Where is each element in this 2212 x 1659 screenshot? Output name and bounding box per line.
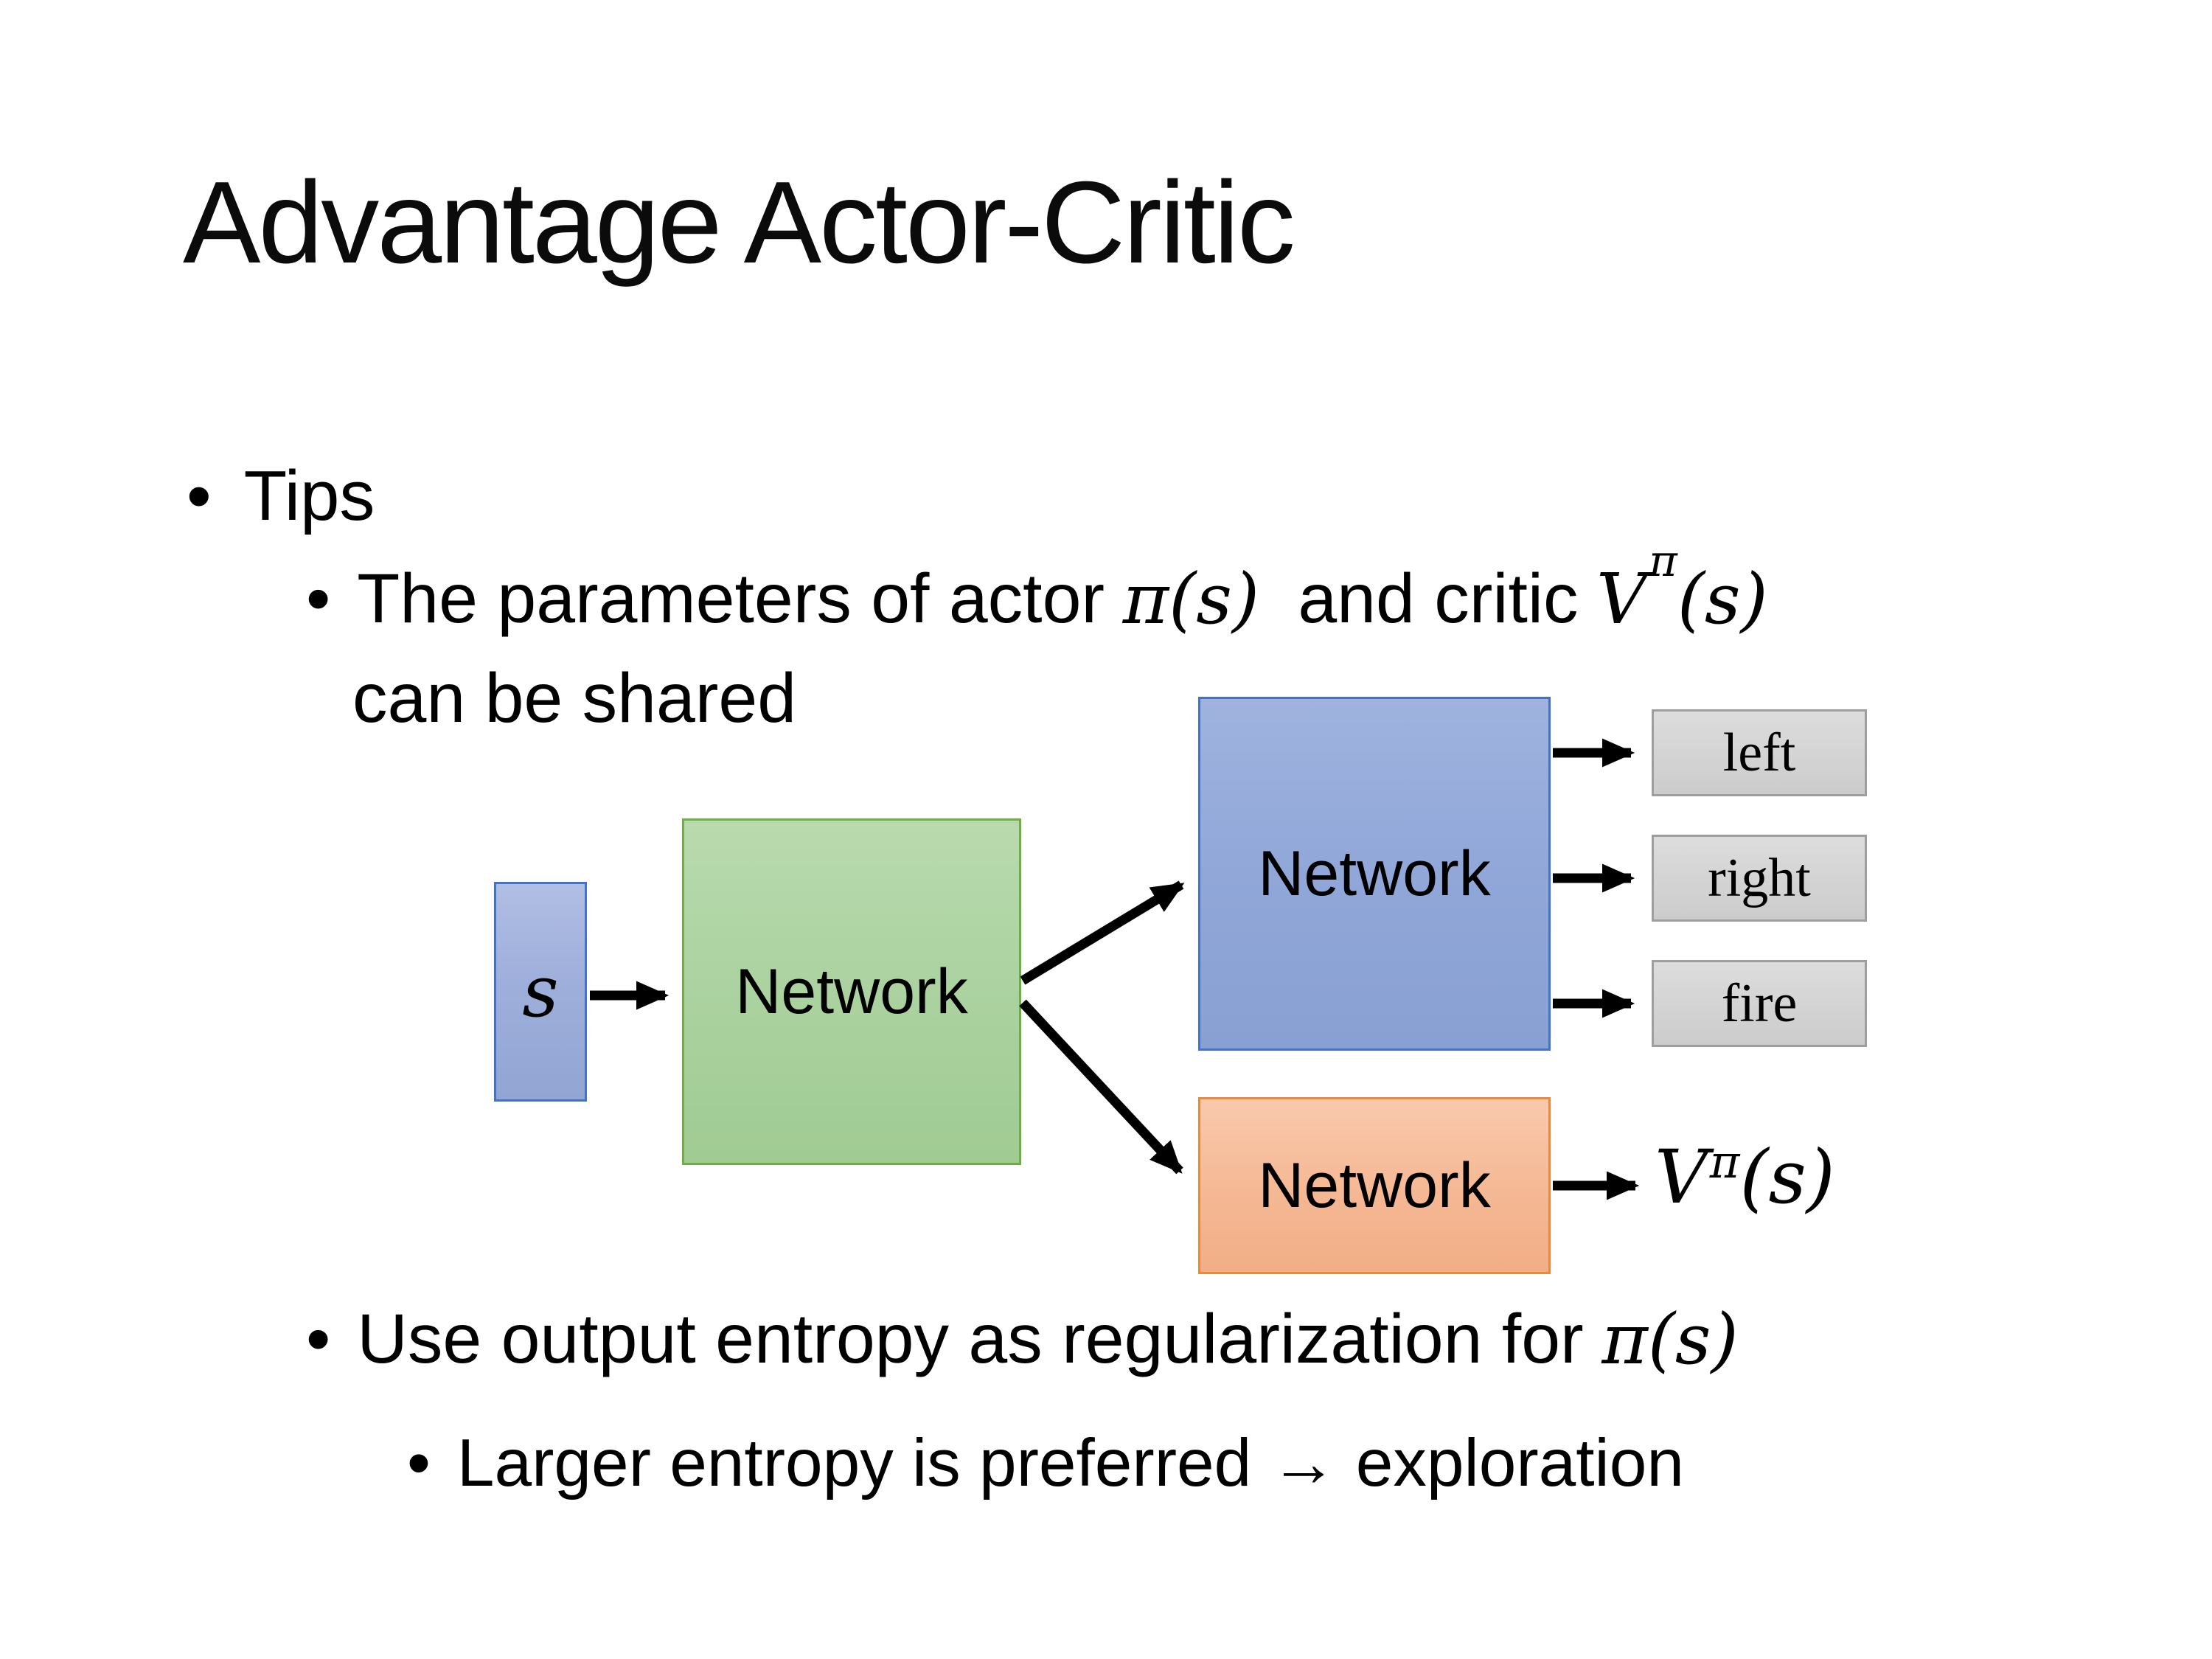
action-box-right: right <box>1652 835 1867 922</box>
arrow-shared-to-critic <box>1019 999 1183 1175</box>
critic-output-base: V <box>1655 1134 1708 1220</box>
critic-value-base: V <box>1596 559 1647 640</box>
action-box-fire: fire <box>1652 960 1867 1047</box>
bullet-tips-label: Tips <box>243 456 375 535</box>
action-right-label: right <box>1708 847 1811 908</box>
state-label: s <box>522 950 559 1033</box>
sub1-line2: can be shared <box>352 659 797 737</box>
slide-title: Advantage Actor-Critic <box>183 158 1295 288</box>
sub1-text1: The parameters of actor <box>357 560 1105 638</box>
state-box: s <box>494 882 587 1102</box>
critic-value-args: (s) <box>1677 559 1768 640</box>
sub1-text2: and critic <box>1298 560 1579 638</box>
critic-output-value: Vπ(s) <box>1655 1134 1835 1220</box>
sub2-text1: Use output entropy as regularization for <box>357 1300 1584 1378</box>
policy-math: π(s) <box>1601 1299 1739 1380</box>
action-left-label: left <box>1722 722 1796 783</box>
bullet-larger-entropy: • Larger entropy is preferred → explorat… <box>407 1425 1684 1502</box>
bullet-marker: • <box>306 560 331 638</box>
action-box-left: left <box>1652 709 1867 796</box>
shared-network-label: Network <box>735 956 968 1027</box>
shared-network-box: Network <box>682 818 1021 1165</box>
actor-policy-math: π(s) <box>1122 559 1260 640</box>
bullet-entropy-regularization: • Use output entropy as regularization f… <box>306 1299 1739 1380</box>
action-fire-label: fire <box>1721 973 1798 1034</box>
bullet-marker: • <box>187 456 212 535</box>
critic-network-label: Network <box>1258 1150 1491 1221</box>
critic-value-superscript: π <box>1649 535 1677 586</box>
actor-network-box: Network <box>1198 697 1551 1051</box>
sub3-text: Larger entropy is preferred → exploratio… <box>456 1426 1684 1500</box>
bullet-tips: • Tips <box>187 456 375 537</box>
actor-network-label: Network <box>1258 838 1491 909</box>
bullet-marker: • <box>407 1426 431 1500</box>
arrow-shared-to-actor <box>1020 880 1185 985</box>
bullet-marker: • <box>306 1300 331 1378</box>
critic-output-args: (s) <box>1739 1134 1835 1220</box>
critic-network-box: Network <box>1198 1097 1551 1274</box>
bullet-parameters-shared-line2: can be shared <box>352 658 796 739</box>
bullet-parameters-shared: • The parameters of actor π(s) and criti… <box>306 535 1768 640</box>
critic-output-superscript: π <box>1709 1134 1740 1189</box>
